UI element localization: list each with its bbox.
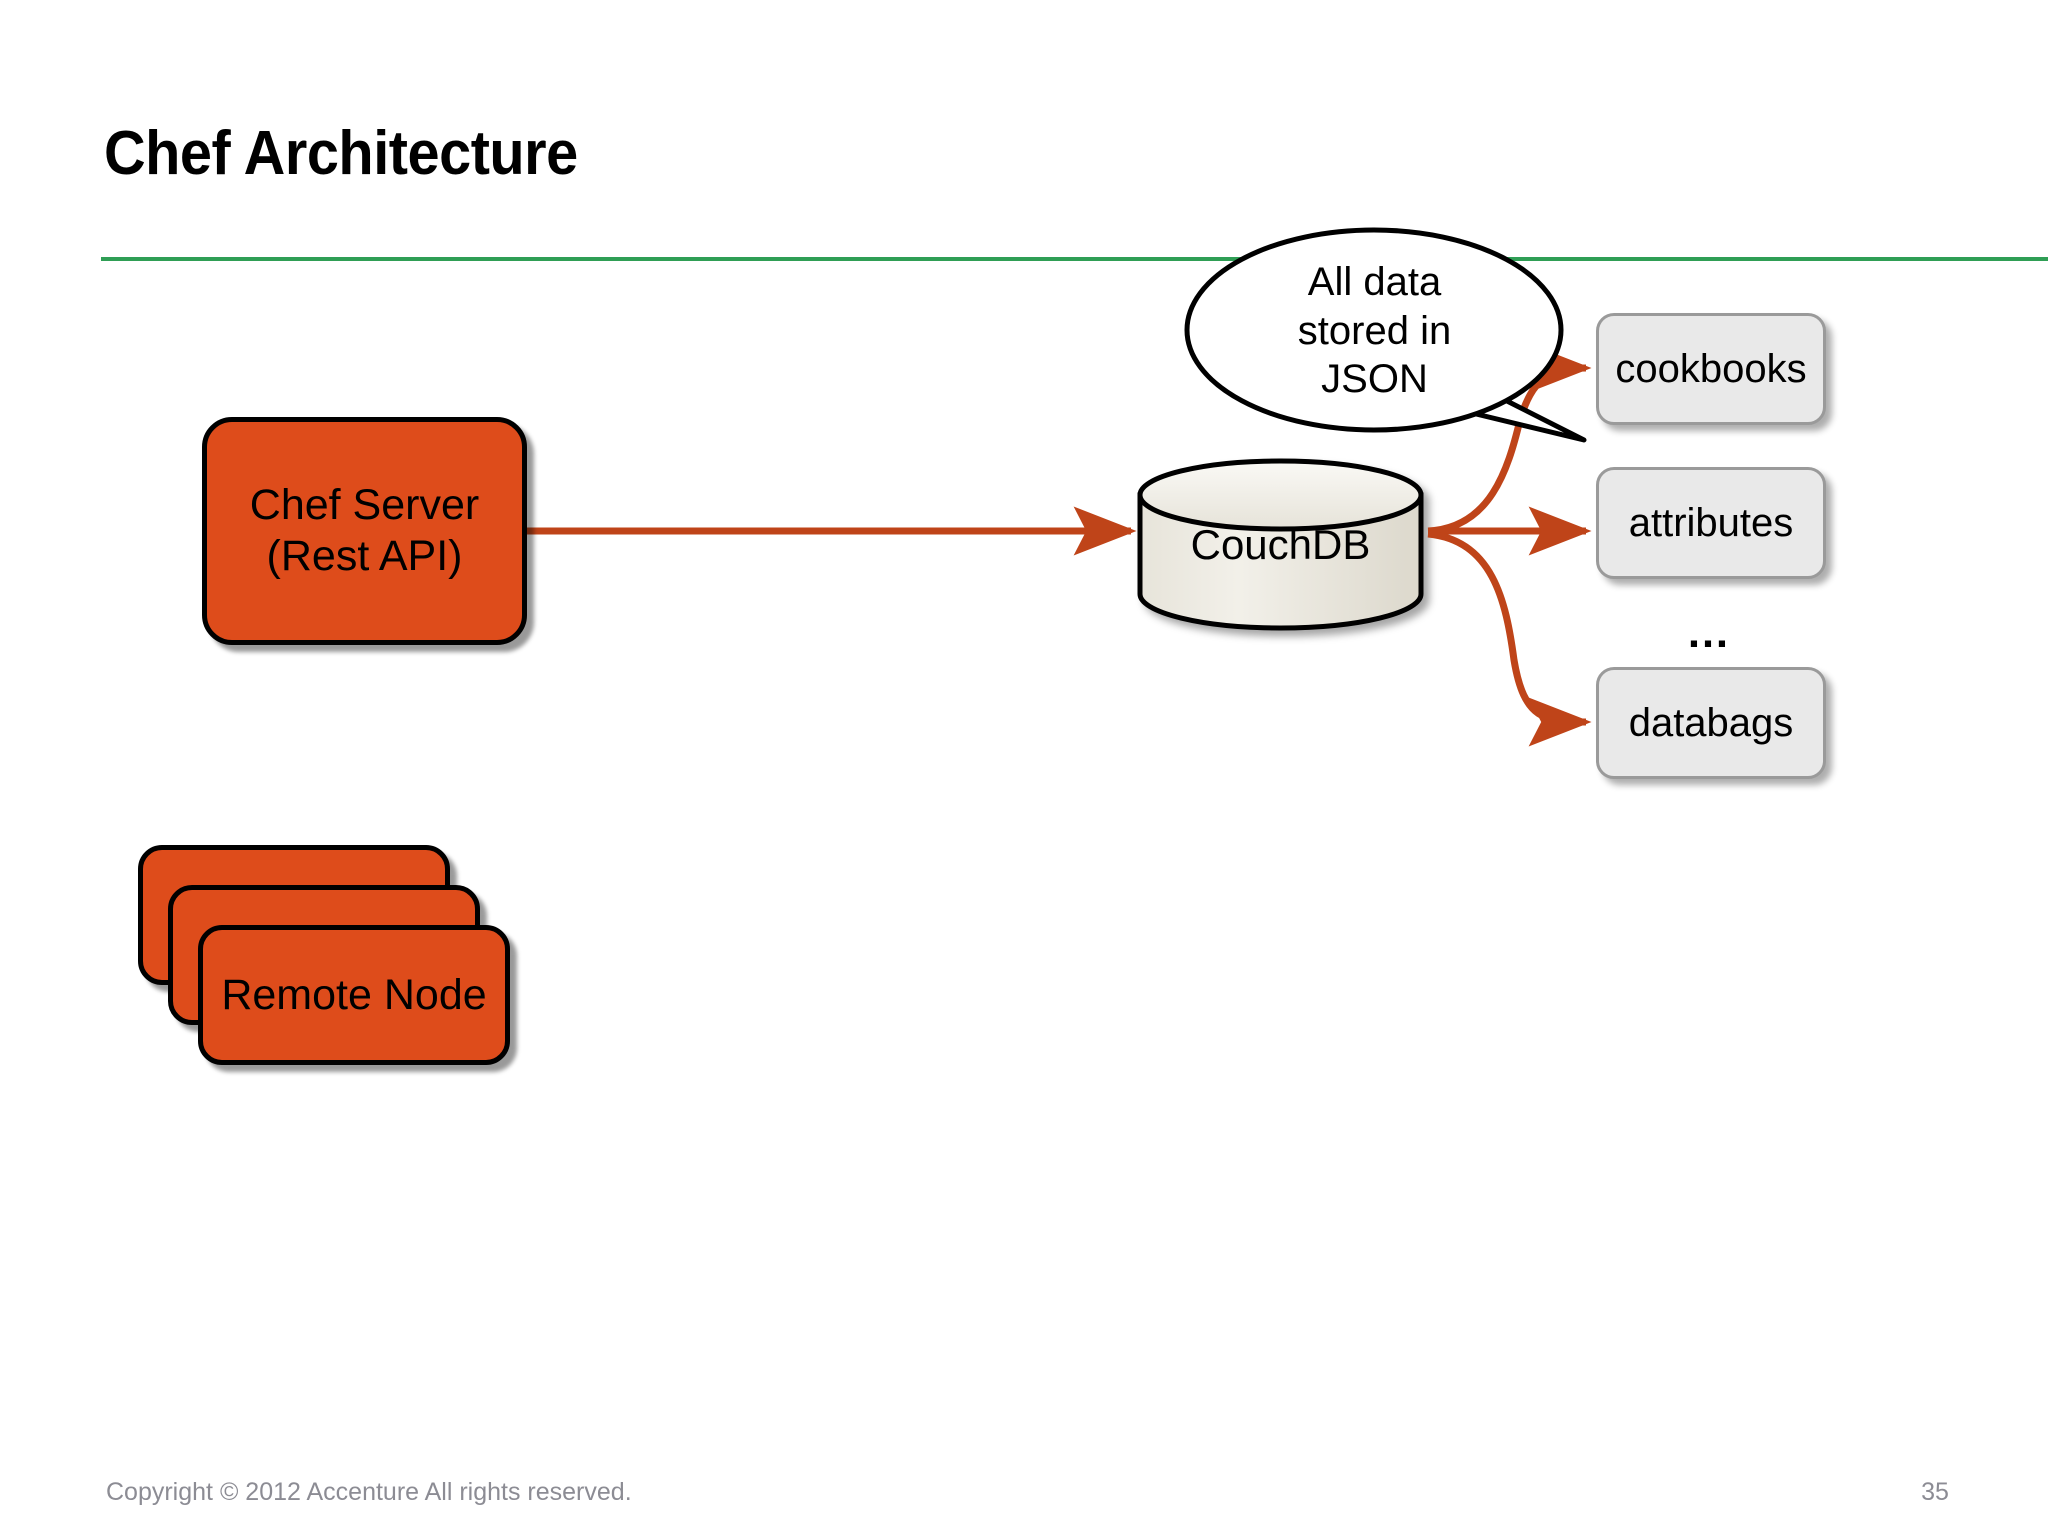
couchdb-cylinder-shape [1137, 458, 1424, 631]
speech-bubble-line-1: All data [1307, 259, 1442, 304]
ellipsis-indicator: … [1686, 608, 1736, 657]
page-title: Chef Architecture [104, 119, 578, 188]
footer-copyright-text: Copyright © 2012 Accenture All rights re… [106, 1478, 632, 1506]
speech-bubble-shape [1184, 227, 1587, 443]
footer-page-number: 35 [1921, 1478, 1949, 1506]
speech-bubble-text: All data stored in JSON [1187, 238, 1562, 424]
connector-couchdb-to-cookbooks [1427, 343, 1592, 535]
chef-server-node[interactable] [202, 417, 527, 645]
speech-bubble-line-3: JSON [1321, 357, 1428, 402]
couchdb-node-label: CouchDB [1190, 520, 1371, 568]
title-divider-rule [101, 257, 2048, 261]
connector-couchdb-to-databags [1427, 530, 1592, 747]
speech-bubble-line-2: stored in [1297, 308, 1452, 353]
data-box-cookbooks[interactable] [1596, 313, 1826, 425]
data-box-attributes[interactable] [1596, 467, 1826, 579]
data-box-databags[interactable] [1596, 667, 1826, 779]
remote-node-card-front[interactable] [198, 925, 510, 1065]
